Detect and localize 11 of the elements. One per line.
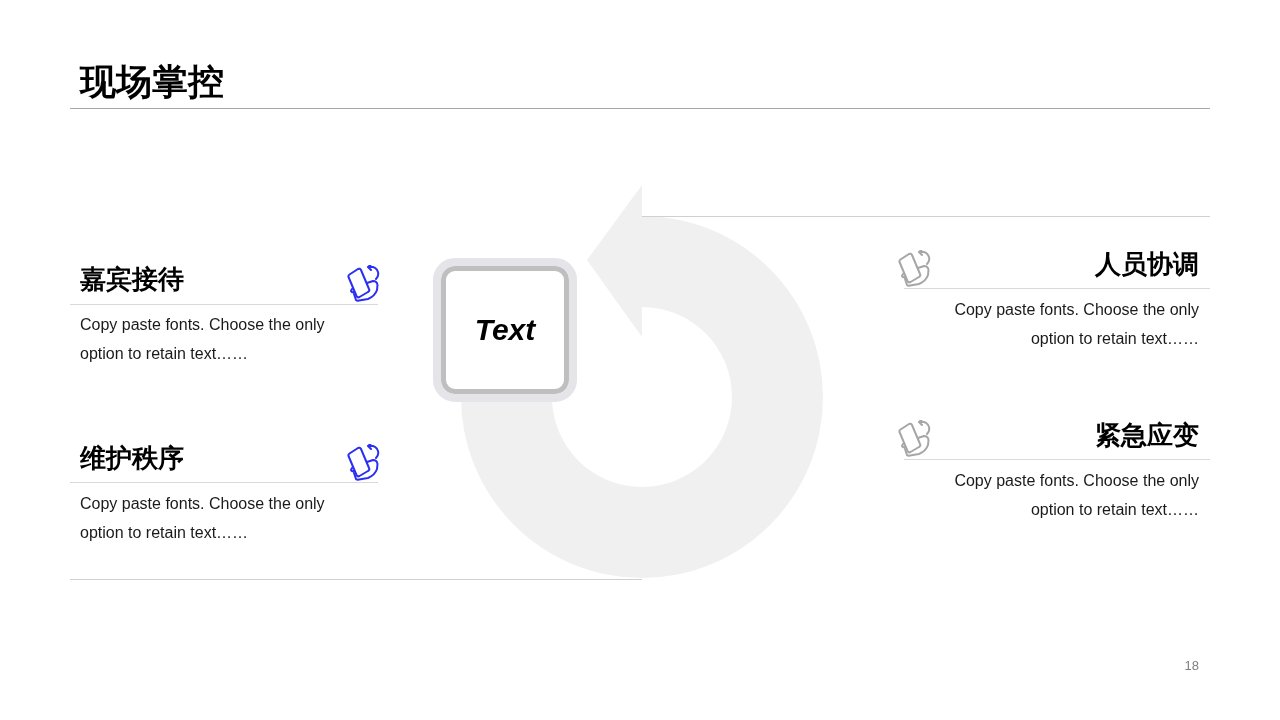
body-text: Copy paste fonts. Choose the only option to retain text…… (953, 471, 1199, 520)
heading: 维护秩序 (80, 443, 184, 475)
body-text: Copy paste fonts. Choose the only option to retain text…… (80, 315, 326, 364)
heading: 人员协调 (1095, 249, 1199, 281)
rounded-square: Text (433, 258, 577, 402)
heading: 紧急应变 (1095, 420, 1199, 452)
body-text: Copy paste fonts. Choose the only option to retain text…… (80, 494, 326, 543)
title: 现场掌控 (80, 60, 224, 104)
page-number: 18 (1184, 658, 1199, 674)
body-text: Copy paste fonts. Choose the only option to retain text…… (953, 300, 1199, 349)
heading: 嘉宾接待 (80, 264, 184, 296)
